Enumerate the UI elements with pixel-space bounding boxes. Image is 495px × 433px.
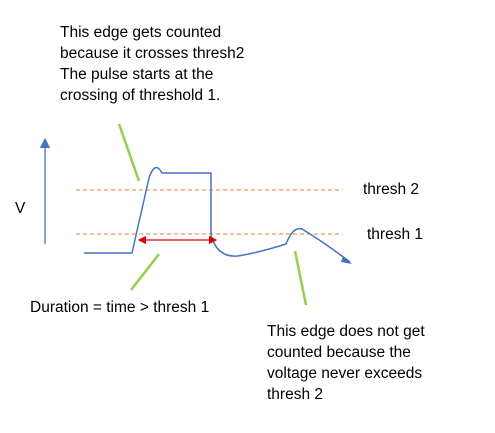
pointer-bottom [293, 250, 308, 306]
note-line: voltage never exceeds [267, 365, 423, 382]
note-line: The pulse starts at the [60, 66, 214, 83]
note-line: This edge does not get [267, 323, 425, 340]
axis-label-v: V [15, 200, 26, 217]
note-uncounted-edge: This edge does not get counted because th… [267, 321, 425, 405]
pointer-duration [130, 253, 160, 291]
note-line: thresh 2 [267, 386, 324, 403]
waveform [84, 166, 351, 263]
note-line: counted because the [267, 344, 411, 361]
thresh2-label: thresh 2 [363, 181, 420, 198]
note-line: crossing of threshold 1. [60, 87, 221, 104]
waveform-arrowhead [341, 256, 352, 264]
note-counted-edge: This edge gets counted because it crosses… [60, 22, 244, 106]
note-line: because it crosses thresh2 [60, 45, 245, 62]
note-line: This edge gets counted [60, 24, 222, 41]
thresh1-label: thresh 1 [367, 226, 424, 243]
duration-label: Duration = time > thresh 1 [30, 299, 210, 316]
pointer-top [117, 123, 141, 182]
